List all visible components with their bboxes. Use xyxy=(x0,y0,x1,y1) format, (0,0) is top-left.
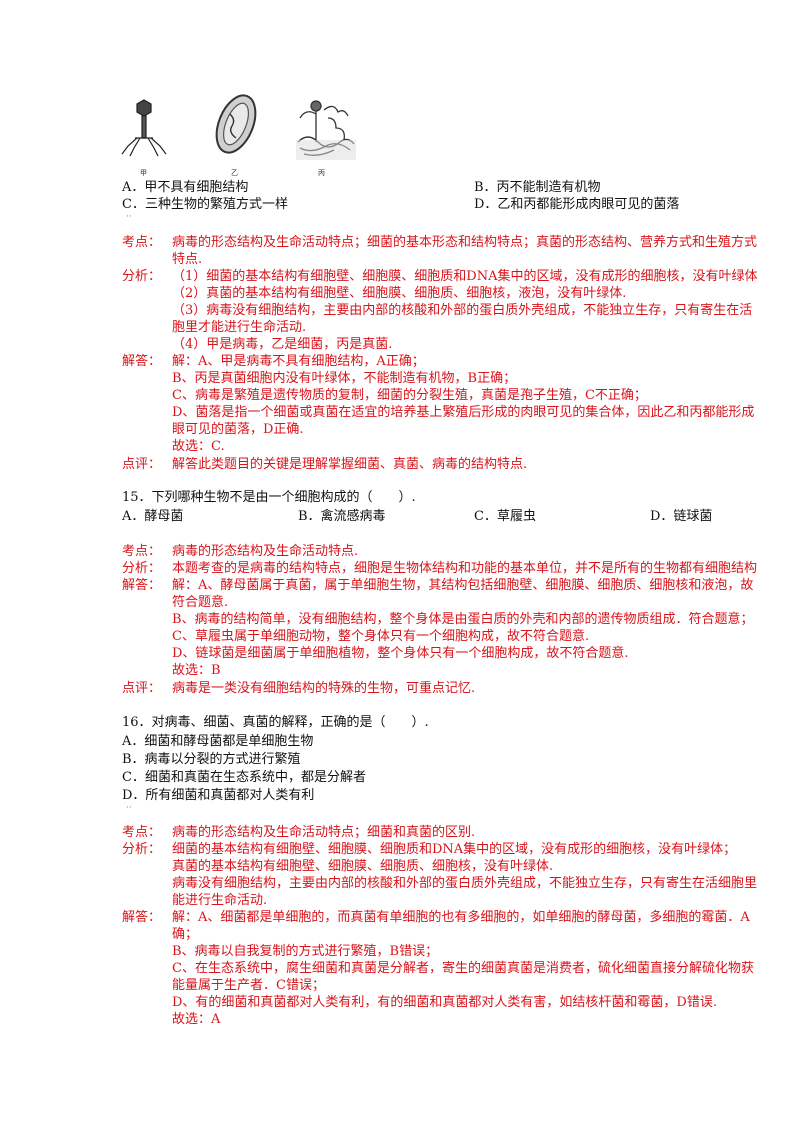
q16-fenxi-line-4: 能进行生命活动. xyxy=(172,893,268,908)
q16-jieda-line-1: 解：A、细菌都是单细胞的，而真菌有单细胞的也有多细胞的，如单细胞的酵母菌，多细胞… xyxy=(172,910,750,925)
q14-jieda-line-3: C、病毒是繁殖是遗传物质的复制，细菌的分裂生殖，真菌是孢子生殖，C不正确； xyxy=(172,388,647,403)
organism-figure-drawing xyxy=(121,94,356,160)
q14-fenxi-label: 分析： xyxy=(122,269,162,284)
q15-option-b: B．禽流感病毒 xyxy=(298,509,386,524)
q14-fenxi-line-2: （2）真菌的基本结构有细胞壁、细胞膜、细胞质、细胞核，液泡，没有叶绿体. xyxy=(172,286,627,301)
figure-caption-c: 丙 xyxy=(318,169,325,177)
q16-option-a: A．细菌和酵母菌都是单细胞生物 xyxy=(122,734,314,749)
q16-jieda-label: 解答： xyxy=(122,910,162,925)
q15-question: 15．下列哪种生物不是由一个细胞构成的（ ）. xyxy=(122,490,416,505)
q15-kaodian-label: 考点： xyxy=(122,544,162,559)
q15-jieda-line-6: 故选：B xyxy=(172,663,221,678)
q15-jieda-line-5: D、链球菌是细菌属于单细胞植物，整个身体只有一个细胞构成，故不符合题意. xyxy=(172,646,629,661)
q16-fenxi-line-3: 病毒没有细胞结构，主要由内部的核酸和外部的蛋白质外壳组成，不能独立生存，只有寄生… xyxy=(172,876,758,891)
q14-fenxi-line-1: （1）细菌的基本结构有细胞壁、细胞膜、细胞质和DNA集中的区域，没有成形的细胞核… xyxy=(172,269,758,284)
figure-caption-b: 乙 xyxy=(231,169,238,177)
figure-caption-a: 甲 xyxy=(140,169,147,177)
q14-kaodian-label: 考点： xyxy=(122,235,162,250)
q14-jieda-line-1: 解：A、甲是病毒不具有细胞结构，A正确； xyxy=(172,354,425,369)
q14-option-c: C．三种生物的繁殖方式一样 xyxy=(122,197,288,212)
q14-dianping: 解答此类题目的关键是理解掌握细菌、真菌、病毒的结构特点. xyxy=(172,457,528,472)
q14-kaodian-line-2: 特点. xyxy=(172,252,203,267)
q15-kaodian: 病毒的形态结构及生命活动特点. xyxy=(172,544,359,559)
q16-jieda-line-6: D、有的细菌和真菌都对人类有利，有的细菌和真菌都对人类有害，如结核杆菌和霉菌，D… xyxy=(172,995,717,1010)
q16-kaodian-label: 考点： xyxy=(122,825,162,840)
q14-fenxi-line-4: 胞里才能进行生命活动. xyxy=(172,320,307,335)
q16-option-d: D．所有细菌和真菌都对人类有利 xyxy=(122,788,315,803)
q16-jieda-line-2: 确； xyxy=(172,927,199,942)
q16-kaodian: 病毒的形态结构及生命活动特点；细菌和真菌的区别. xyxy=(172,825,476,840)
q16-jieda-line-5: 能量属于生产者．C错误； xyxy=(172,978,325,993)
q14-dianping-label: 点评： xyxy=(122,457,162,472)
separator-mark: ·· xyxy=(126,212,132,222)
q15-fenxi-label: 分析： xyxy=(122,561,162,576)
q15-jieda-line-2: 符合题意. xyxy=(172,595,229,610)
q15-dianping-label: 点评： xyxy=(122,681,162,696)
q14-jieda-line-2: B、丙是真菌细胞内没有叶绿体，不能制造有机物，B正确； xyxy=(172,371,517,386)
q15-option-a: A．酵母菌 xyxy=(122,509,184,524)
q14-kaodian-line-1: 病毒的形态结构及生命活动特点；细菌的基本形态和结构特点；真菌的形态结构、营养方式… xyxy=(172,235,758,250)
q14-jieda-label: 解答： xyxy=(122,354,162,369)
q14-option-d: D．乙和丙都能形成肉眼可见的菌落 xyxy=(474,197,680,212)
q14-option-b: B．丙不能制造有机物 xyxy=(474,180,601,195)
q16-jieda-line-3: B、病毒以自我复制的方式进行繁殖，B错误； xyxy=(172,944,439,959)
bacterium-icon xyxy=(215,94,257,154)
q16-jieda-line-7: 故选：A xyxy=(172,1012,221,1027)
q14-fenxi-line-5: （4）甲是病毒，乙是细菌，丙是真菌. xyxy=(172,337,393,352)
q14-jieda-line-4: D、菌落是指一个细菌或真菌在适宜的培养基上繁殖后形成的肉眼可见的集合体，因此乙和… xyxy=(172,405,755,420)
q15-option-d: D．链球菌 xyxy=(650,509,713,524)
q15-dianping: 病毒是一类没有细胞结构的特殊的生物，可重点记忆. xyxy=(172,681,476,696)
q14-jieda-line-5: 眼可见的菌落，D正确. xyxy=(172,422,304,437)
organism-figure: 甲 乙 丙 xyxy=(118,92,368,177)
fungus-icon xyxy=(296,100,356,160)
q16-question: 16．对病毒、细菌、真菌的解释，正确的是（ ）. xyxy=(122,715,429,730)
q14-option-a: A．甲不具有细胞结构 xyxy=(122,180,249,195)
q16-fenxi-line-2: 真菌的基本结构有细胞壁、细胞膜、细胞质、细胞核，没有叶绿体. xyxy=(172,859,554,874)
q15-jieda-line-1: 解：A、酵母菌属于真菌，属于单细胞生物，其结构包括细胞壁、细胞膜、细胞质、细胞核… xyxy=(172,578,754,593)
q16-jieda-line-4: C、在生态系统中，腐生细菌和真菌是分解者，寄生的细菌真菌是消费者，硫化细菌直接分… xyxy=(172,961,754,976)
q16-fenxi-line-1: 细菌的基本结构有细胞壁、细胞膜、细胞质和DNA集中的区域，没有成形的细胞核，没有… xyxy=(172,842,737,857)
q16-fenxi-label: 分析： xyxy=(122,842,162,857)
q15-jieda-label: 解答： xyxy=(122,578,162,593)
q15-jieda-line-3: B、病毒的结构简单，没有细胞结构，整个身体是由蛋白质的外壳和内部的遗传物质组成．… xyxy=(172,612,754,627)
q16-option-b: B．病毒以分裂的方式进行繁殖 xyxy=(122,752,301,767)
separator-mark: ·· xyxy=(126,803,132,813)
q14-fenxi-line-3: （3）病毒没有细胞结构，主要由内部的核酸和外部的蛋白质外壳组成，不能独立生存，只… xyxy=(172,303,753,318)
bacteriophage-icon xyxy=(121,99,167,157)
q16-option-c: C．细菌和真菌在生态系统中，都是分解者 xyxy=(122,770,366,785)
q15-fenxi: 本题考查的是病毒的结构特点，细胞是生物体结构和功能的基本单位，并不是所有的生物都… xyxy=(172,561,758,576)
q14-jieda-line-6: 故选：C. xyxy=(172,439,225,454)
q15-jieda-line-4: C、草履虫属于单细胞动物，整个身体只有一个细胞构成，故不符合题意. xyxy=(172,629,590,644)
q15-option-c: C．草履虫 xyxy=(474,509,536,524)
